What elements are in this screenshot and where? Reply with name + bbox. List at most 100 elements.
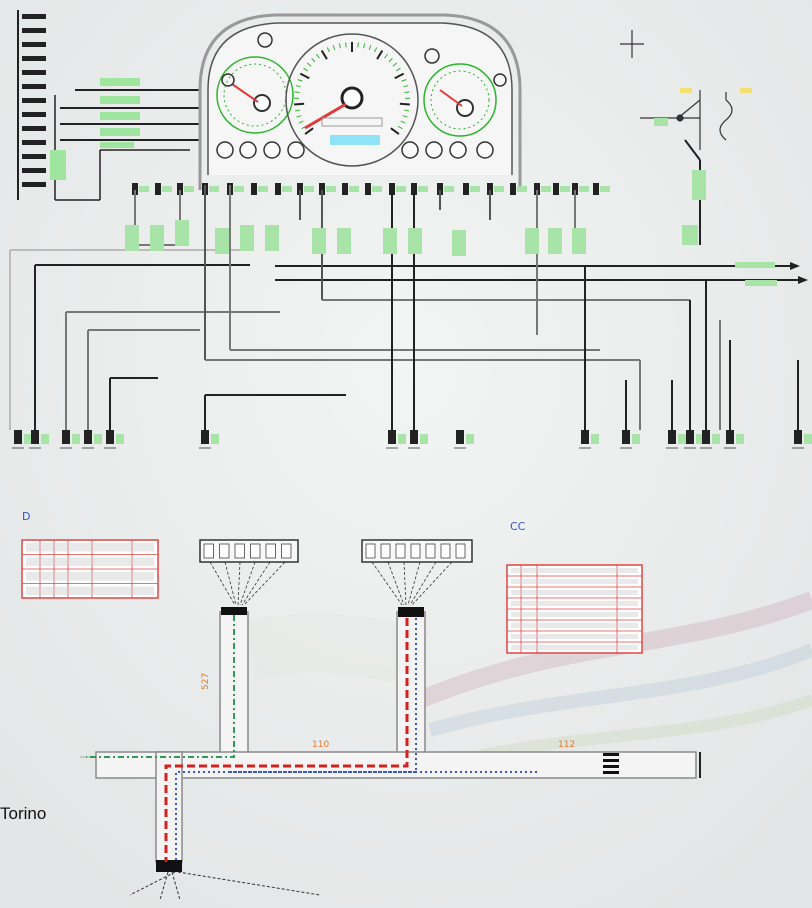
- ground-symbol-icon: [454, 430, 474, 449]
- wire-route-blue: [175, 618, 540, 862]
- component-label: [125, 225, 139, 251]
- connector-icon: [553, 183, 559, 195]
- connector-icon: [365, 183, 371, 195]
- ground-symbol-icon: [386, 430, 406, 449]
- ground-symbol-icon: [792, 430, 812, 449]
- arrow-icon: [790, 262, 808, 284]
- ground-symbol-icon: [408, 430, 428, 449]
- connector-row: [132, 183, 610, 195]
- relay-icon: [620, 30, 752, 245]
- warning-lamp-icon: [476, 141, 494, 159]
- ground-symbol-icon: [684, 430, 704, 449]
- segment-labels: 527 110 112: [201, 673, 575, 750]
- ground-symbol-icon: [199, 430, 219, 449]
- connector-icon: [398, 607, 424, 617]
- ground-symbol-icon: [82, 430, 102, 449]
- pin-marker: [22, 126, 46, 131]
- pin-marker: [22, 42, 46, 47]
- component-label: [408, 228, 422, 254]
- component-label: [215, 228, 229, 254]
- instrument-cluster: [198, 13, 522, 190]
- warning-lamp-icon: [221, 32, 507, 87]
- warning-lamp-icon: [216, 141, 234, 159]
- ground-symbol-icon: [620, 430, 640, 449]
- wire-labels: [735, 262, 777, 286]
- component-label: [548, 228, 562, 254]
- speedometer-gauge: [285, 33, 419, 167]
- connector-icon: [437, 183, 443, 195]
- connector-icon: [251, 183, 257, 195]
- connector-icon: [534, 183, 540, 195]
- temperature-gauge: [423, 63, 497, 137]
- segment-label-right: 112: [558, 740, 575, 750]
- ground-symbol-row: [12, 430, 812, 449]
- warning-lamp-icon: [263, 141, 281, 159]
- component-label: [572, 228, 586, 254]
- pin-marker: [22, 70, 46, 75]
- connector-icon: [132, 183, 138, 195]
- warning-lamp-icon: [239, 141, 257, 159]
- component-label: [312, 228, 326, 254]
- harness-connector-right: [361, 539, 473, 606]
- connector-icon: [510, 183, 516, 195]
- signal-wires: [9, 185, 799, 430]
- connector-icon: [221, 607, 247, 615]
- warning-lamp-icon: [287, 141, 305, 159]
- pin-marker: [22, 168, 46, 173]
- fuel-gauge: [216, 56, 294, 134]
- connector-icon: [156, 860, 182, 872]
- component-label: [383, 228, 397, 254]
- connector-icon: [297, 183, 303, 195]
- ground-symbol-icon: [579, 430, 599, 449]
- segment-label-left: 527: [201, 673, 211, 690]
- connector-icon: [177, 183, 183, 195]
- harness-breakout: [129, 871, 321, 901]
- component-labels: [125, 220, 586, 256]
- connector-icon: [593, 183, 599, 195]
- component-label: [337, 228, 351, 254]
- warning-lamp-icon: [425, 141, 443, 159]
- connector-icon: [275, 183, 281, 195]
- component-label: [240, 225, 254, 251]
- connector-icon: [487, 183, 493, 195]
- ground-symbol-icon: [724, 430, 744, 449]
- wire-route-green: [86, 615, 235, 758]
- warning-lamp-row: [216, 141, 494, 159]
- component-label: [150, 225, 164, 251]
- pin-marker: [22, 140, 46, 145]
- component-label: [525, 228, 539, 254]
- component-label: [265, 225, 279, 251]
- harness-connector-left: [199, 539, 299, 606]
- pin-marker: [22, 56, 46, 61]
- left-connector-strip: [17, 10, 200, 201]
- left-data-table: D: [21, 510, 159, 599]
- wire-route-red: [164, 618, 409, 862]
- ground-symbol-icon: [60, 430, 80, 449]
- connector-icon: [411, 183, 417, 195]
- ground-symbol-icon: [29, 430, 49, 449]
- pin-marker: [22, 112, 46, 117]
- ground-symbol-icon: [666, 430, 686, 449]
- pin-marker: [22, 98, 46, 103]
- pin-marker: [22, 84, 46, 89]
- location-caption: Torino: [0, 804, 47, 823]
- connector-icon: [389, 183, 395, 195]
- connector-icon: [319, 183, 325, 195]
- left-table-header: D: [22, 510, 30, 523]
- warning-lamp-icon: [449, 141, 467, 159]
- connector-icon: [572, 183, 578, 195]
- right-data-table: CC: [506, 520, 643, 654]
- component-label: [175, 220, 189, 246]
- component-label: [452, 230, 466, 256]
- pin-marker: [22, 154, 46, 159]
- connector-icon: [342, 183, 348, 195]
- connector-icon: [155, 183, 161, 195]
- pin-marker: [22, 182, 46, 187]
- connector-icon: [463, 183, 469, 195]
- ground-symbol-icon: [12, 430, 32, 449]
- segment-label-mid: 110: [312, 740, 329, 750]
- right-table-header: CC: [510, 520, 526, 533]
- ground-symbol-icon: [700, 430, 720, 449]
